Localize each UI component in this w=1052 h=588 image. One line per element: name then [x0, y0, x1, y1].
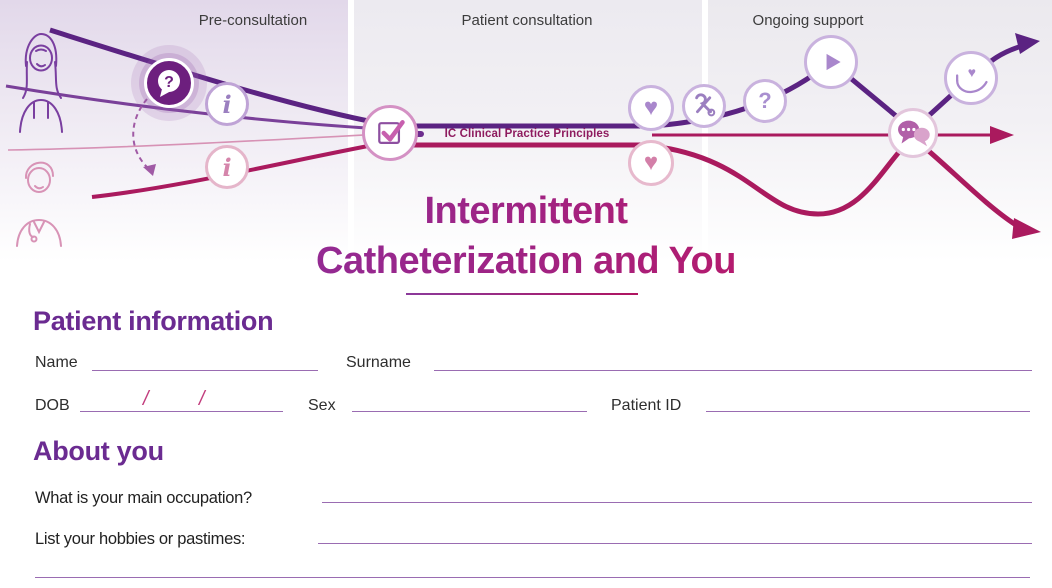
- stage-label-ongoing-support: Ongoing support: [752, 12, 864, 29]
- svg-text:♥: ♥: [968, 64, 976, 80]
- heart-icon: ♥: [628, 140, 674, 186]
- info-icon: i: [205, 82, 249, 126]
- patient-id-label: Patient ID: [611, 397, 682, 414]
- stage-label-pre-consultation: Pre-consultation: [198, 12, 308, 29]
- page-title-line1: Intermittent: [424, 190, 628, 232]
- clinician-icon: [16, 161, 62, 247]
- patient-icon: [19, 32, 63, 133]
- patient-id-field[interactable]: [706, 396, 1030, 412]
- stage-label-patient-consultation: Patient consultation: [461, 12, 593, 29]
- name-label: Name: [35, 354, 78, 371]
- dob-slash: /: [143, 388, 149, 410]
- play-icon: [804, 35, 858, 89]
- dob-slash: /: [199, 388, 205, 410]
- question-bubble-icon: ?: [144, 58, 194, 108]
- question-icon: ?: [743, 79, 787, 123]
- surname-label: Surname: [346, 354, 411, 371]
- hobbies-field-line2[interactable]: [35, 562, 1030, 578]
- about-you-heading: About you: [33, 436, 164, 466]
- chat-bubbles-icon: [888, 108, 938, 158]
- title-divider: [406, 293, 638, 295]
- hand-heart-icon: ♥: [944, 51, 998, 105]
- hobbies-question: List your hobbies or pastimes:: [35, 530, 246, 548]
- info-icon: i: [205, 145, 249, 189]
- occupation-field[interactable]: [322, 487, 1032, 503]
- page-title: Intermittent Catheterization and You: [0, 186, 1052, 286]
- clinical-principles-banner: IC Clinical Practice Principles: [444, 128, 610, 140]
- name-field[interactable]: [92, 355, 318, 371]
- page-title-line2: Catheterization and You: [316, 240, 736, 282]
- sex-field[interactable]: [352, 396, 587, 412]
- hobbies-field[interactable]: [318, 528, 1032, 544]
- svg-text:?: ?: [164, 74, 174, 91]
- sex-label: Sex: [308, 397, 336, 414]
- patient-information-heading: Patient information: [33, 306, 274, 336]
- dob-label: DOB: [35, 397, 70, 414]
- no-tools-icon: [682, 84, 726, 128]
- stage-panel-pre-consultation: [0, 0, 348, 262]
- dob-field[interactable]: [80, 396, 283, 412]
- heart-icon: ♥: [628, 85, 674, 131]
- surname-field[interactable]: [434, 355, 1032, 371]
- checklist-icon: [362, 105, 418, 161]
- occupation-question: What is your main occupation?: [35, 489, 252, 507]
